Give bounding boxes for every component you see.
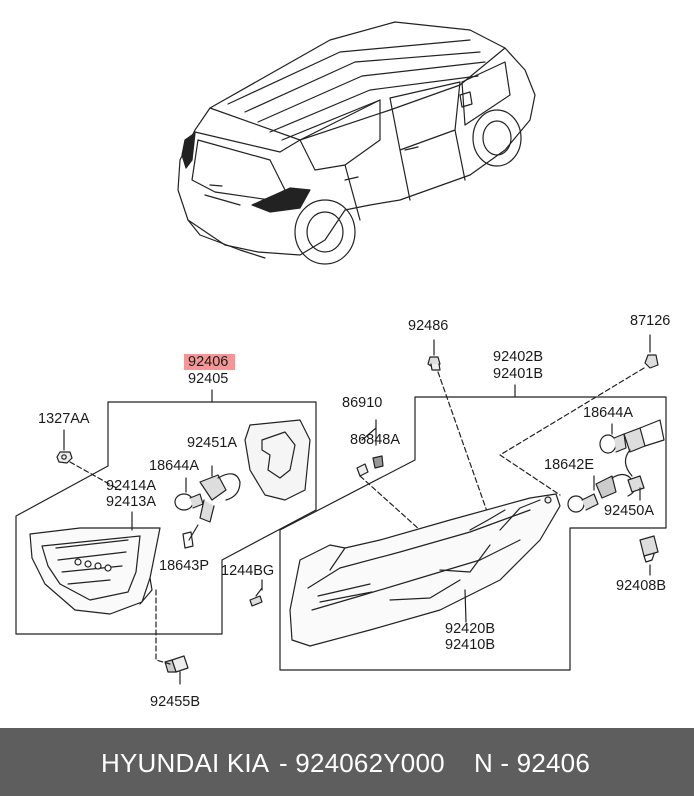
label-18644A-left: 18644A (149, 458, 199, 474)
label-92420B: 92420B (445, 621, 495, 637)
grommet-87126 (499, 334, 659, 496)
connector-92408B (639, 535, 659, 576)
label-18644A-right: 18644A (583, 405, 633, 421)
screw-1244BG (249, 579, 263, 607)
leader-92420B (464, 589, 467, 623)
screw-92455B (155, 589, 189, 685)
bolt-92486 (427, 339, 491, 521)
label-92450A: 92450A (604, 503, 654, 519)
gasket-plate (244, 419, 311, 501)
brand-text: HYUNDAI KIA (101, 748, 270, 778)
label-92408B: 92408B (616, 578, 666, 594)
socket-92450A (595, 419, 665, 501)
label-92401B: 92401B (493, 366, 543, 382)
bulb-18644A-right (599, 423, 627, 454)
label-92406: 92406 (184, 354, 236, 370)
clip-86910 (356, 419, 421, 531)
label-1244BG: 1244BG (221, 563, 275, 579)
np-text: N - 92406 (474, 748, 590, 778)
bulb-18642E (567, 475, 599, 513)
diagram-drawing (15, 21, 667, 685)
bulb-18643P (182, 524, 199, 549)
label-86848A: 86848A (350, 432, 400, 448)
label-92410B: 92410B (445, 637, 495, 653)
label-1327AA: 1327AA (38, 411, 90, 427)
part-number-text: - 924062Y000 (279, 748, 445, 778)
label-92451A: 92451A (187, 435, 237, 451)
label-92405: 92405 (188, 371, 229, 387)
label-92402B: 92402B (493, 349, 543, 365)
label-87126: 87126 (630, 313, 671, 329)
left-assembly-frame (15, 389, 317, 635)
label-18643P: 18643P (159, 558, 209, 574)
label-92486: 92486 (408, 318, 449, 334)
label-86910: 86910 (342, 395, 383, 411)
vehicle-illustration (177, 21, 536, 265)
label-18642E: 18642E (544, 457, 594, 473)
parts-diagram: 92406 92405 1327AA 92451A 18644A 92414A … (15, 21, 671, 710)
label-92414A: 92414A (106, 478, 156, 494)
socket-left (199, 465, 241, 523)
label-92455B: 92455B (150, 694, 200, 710)
label-92413A: 92413A (106, 494, 156, 510)
inner-lamp-housing (29, 511, 161, 615)
outer-tail-lamp (289, 493, 561, 647)
bulb-18644A-left (174, 477, 204, 511)
nut-1327AA (56, 429, 121, 491)
right-assembly-frame (279, 384, 667, 671)
footer-bar: HYUNDAI KIA - 924062Y000 N - 92406 (0, 728, 694, 796)
